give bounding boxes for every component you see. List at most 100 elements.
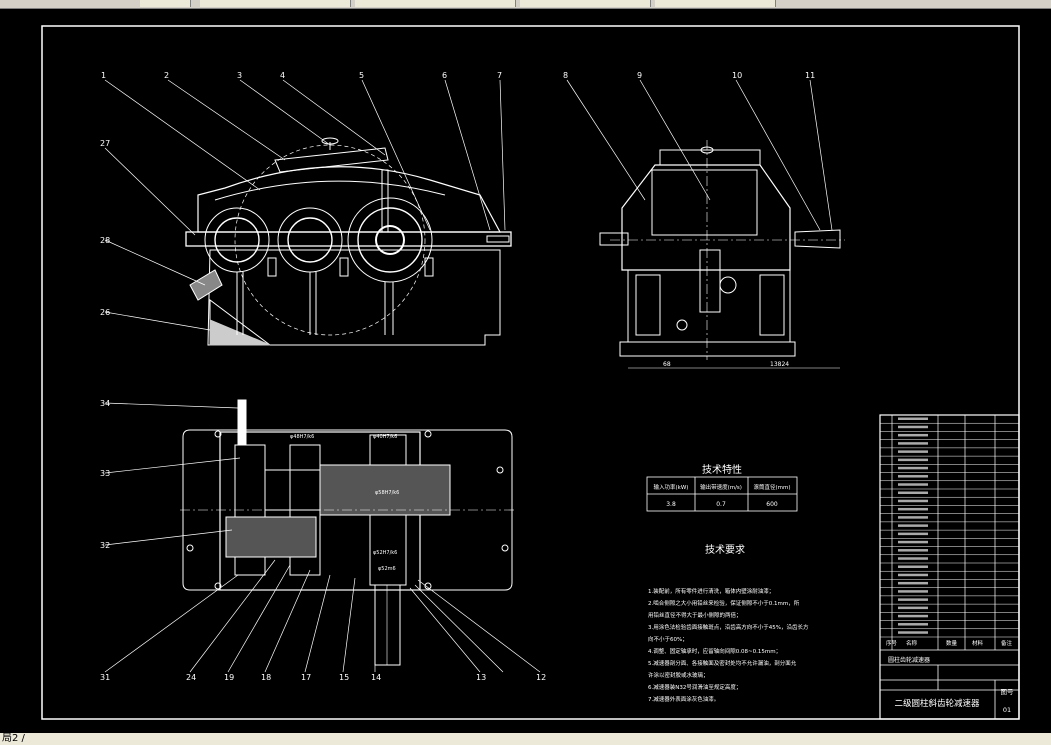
- toolbar-segment[interactable]: [355, 0, 516, 7]
- parts-row-text: [898, 557, 928, 560]
- top-leaders: [104, 402, 541, 673]
- parts-row-text: [898, 483, 928, 486]
- top-callout-labels: 34 33 32 31 24 19 18 17 15 14 13 12 φ48H…: [100, 399, 546, 682]
- parts-row-text: [898, 573, 928, 577]
- top-view: [180, 399, 515, 666]
- callout-label: 7: [497, 71, 502, 80]
- tech-req-line: 7.减速器外表面涂灰色油漆。: [648, 695, 719, 703]
- front-callout-labels: 1 2 3 4 5 6 7 27 28 26: [100, 71, 502, 317]
- parts-row-text: [898, 549, 928, 552]
- tech-char-value: 3.8: [666, 501, 676, 508]
- parts-row-text: [898, 466, 928, 470]
- parts-row-text: [898, 581, 928, 585]
- callout-label: 4: [280, 71, 285, 80]
- parts-row-text: [898, 565, 928, 568]
- parts-row-text: [898, 524, 928, 527]
- parts-row-text: [898, 532, 928, 536]
- tech-characteristics: 技术特性 输入功率(kW) 输出带速度(m/s) 滚筒直径(mm) 3.8 0.…: [646, 463, 798, 512]
- callout-label: 32: [100, 541, 110, 550]
- parts-row-text: [898, 491, 928, 494]
- tech-char-value: 0.7: [716, 501, 726, 508]
- callout-label: 2: [164, 71, 169, 80]
- parts-row-text: [898, 433, 928, 437]
- title-block-header: 序号: [886, 639, 898, 647]
- parts-row-text: [898, 631, 928, 634]
- parts-row-text: [898, 507, 928, 511]
- callout-label: 34: [100, 399, 110, 408]
- dimension-label: 68: [663, 361, 671, 368]
- front-view: [185, 137, 512, 346]
- title-block: 序号 名称 数量 材料 备注 圆柱齿轮减速器 二级圆柱斜齿轮减速器 图号 01: [880, 639, 1019, 719]
- callout-label: 14: [371, 673, 381, 682]
- parts-row-text: [898, 623, 928, 626]
- callout-label: 8: [563, 71, 568, 80]
- tech-req-line: 2.啮合侧隙之大小用铅丝来检验，保证侧隙不小于0.1mm，所: [648, 599, 800, 607]
- tech-char-header: 滚筒直径(mm): [753, 483, 790, 491]
- tech-req-line: 向不小于60%；: [648, 635, 688, 643]
- parts-row-text: [898, 458, 928, 462]
- callout-label: 24: [186, 673, 196, 682]
- callout-label: 28: [100, 236, 110, 245]
- title-block-subtitle: 圆柱齿轮减速器: [888, 656, 930, 664]
- tech-req-line: 许涂以密封胶或水玻璃；: [648, 671, 709, 679]
- callout-label: 13: [476, 673, 486, 682]
- tech-char-header: 输入功率(kW): [654, 483, 689, 491]
- tech-char-title: 技术特性: [702, 463, 742, 476]
- tech-char-value: 600: [766, 501, 778, 508]
- fit-label: φ58H7/k6: [375, 490, 399, 496]
- callout-label: 10: [732, 71, 742, 80]
- parts-row-text: [898, 614, 928, 618]
- tech-req-line: 4.调整、固定轴承时，应留轴向间隙0.08~0.15mm；: [648, 647, 781, 655]
- callout-label: 6: [442, 71, 447, 80]
- status-bar: 局2 /: [0, 733, 1051, 745]
- tech-requirements: 技术要求 1.装配前，所有零件进行清洗，箱体内壁涂耐油漆； 2.啮合侧隙之大小用…: [648, 543, 809, 703]
- title-block-header: 名称: [906, 639, 918, 647]
- parts-list: [879, 414, 1020, 720]
- parts-list-rows: [880, 417, 1019, 638]
- toolbar-segment[interactable]: [200, 0, 351, 7]
- parts-row-text: [898, 417, 928, 420]
- parts-row-text: [898, 425, 928, 429]
- sheet-number: 01: [1003, 706, 1011, 714]
- callout-label: 1: [101, 71, 106, 80]
- tech-req-line: 用铅丝直径不得大于最小侧隙的两倍；: [648, 611, 742, 619]
- parts-row-text: [898, 516, 928, 519]
- callout-label: 31: [100, 673, 110, 682]
- drawing-title: 二级圆柱斜齿轮减速器: [894, 698, 980, 709]
- tech-req-title: 技术要求: [705, 543, 745, 556]
- toolbar-segment[interactable]: [655, 0, 776, 7]
- tech-req-line: 1.装配前，所有零件进行清洗，箱体内壁涂耐油漆；: [648, 587, 774, 595]
- title-block-header: 数量: [946, 639, 958, 647]
- toolbar-segment[interactable]: [520, 0, 651, 7]
- cad-drawing-canvas[interactable]: 1 2 3 4 5 6 7 27 28 26 8 9 10: [0, 8, 1051, 733]
- callout-label: 9: [637, 71, 642, 80]
- callout-label: 33: [100, 469, 110, 478]
- tech-req-line: 6.减速器装N32号润滑油至规定高度；: [648, 683, 741, 691]
- dimension-label: 13824: [770, 361, 789, 368]
- title-block-header: 材料: [972, 639, 984, 647]
- toolbar-segment[interactable]: [140, 0, 191, 7]
- fit-label: φ52H7/k6: [373, 550, 397, 556]
- title-block-header: 备注: [1001, 639, 1013, 647]
- sheet-label: 图号: [1001, 688, 1015, 696]
- parts-row-text: [898, 606, 928, 610]
- fit-label: φ40H7/k6: [373, 434, 397, 440]
- parts-row-text: [898, 450, 928, 453]
- window-top-bar: [0, 0, 1051, 9]
- callout-label: 26: [100, 308, 110, 317]
- parts-row-text: [898, 442, 928, 445]
- fit-label: φ52m6: [378, 566, 396, 572]
- callout-label: 19: [224, 673, 234, 682]
- tech-req-line: 3.用涂色法检验齿面接触斑点，沿齿高方向不小于45%，沿齿长方: [648, 623, 809, 631]
- parts-row-text: [898, 590, 928, 593]
- callout-label: 17: [301, 673, 311, 682]
- drawing-border: [41, 25, 1020, 720]
- callout-label: 5: [359, 71, 364, 80]
- callout-label: 3: [237, 71, 242, 80]
- side-callout-labels: 8 9 10 11 68 13824: [563, 71, 815, 368]
- callout-label: 12: [536, 673, 546, 682]
- callout-label: 18: [261, 673, 271, 682]
- callout-label: 27: [100, 139, 110, 148]
- parts-row-text: [898, 598, 928, 601]
- callout-label: 15: [339, 673, 349, 682]
